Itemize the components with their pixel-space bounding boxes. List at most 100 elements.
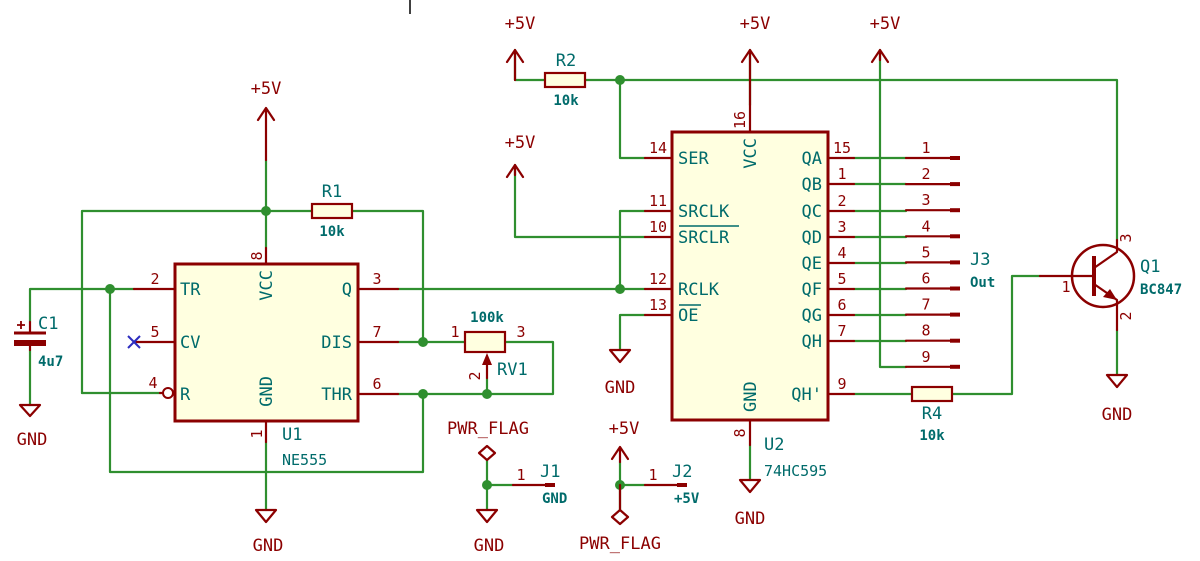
- r1-ref: R1: [322, 182, 342, 202]
- u2-pin-rclk-num: 12: [649, 270, 667, 288]
- q1-transistor[interactable]: 1 3 2 Q1 BC847: [1038, 233, 1182, 332]
- u1-pin-q-name: Q: [342, 280, 352, 300]
- j3-pin-9: 9: [921, 348, 930, 366]
- u1-ne555[interactable]: TR CV R Q DIS THR VCC GND 2 5 4 3 7 6 8 …: [127, 246, 400, 469]
- u2-pin-qg-num: 6: [837, 296, 846, 314]
- u1-pin-r-num: 4: [148, 374, 157, 392]
- j2-connector[interactable]: 1 J2 +5V: [643, 462, 700, 507]
- j1-pin: 1: [516, 466, 525, 484]
- power-symbols: [18, 48, 1129, 526]
- u2-value: 74HC595: [764, 462, 827, 480]
- u1-pin-thr-num: 6: [372, 375, 381, 393]
- p5v-label-r2: +5V: [505, 14, 536, 34]
- u2-pin-qe-name: QE: [802, 254, 822, 274]
- r4-value: 10k: [919, 428, 945, 444]
- p5v-arrow-r2: [505, 48, 525, 82]
- u2-pin-qg-name: QG: [802, 306, 822, 326]
- r2-resistor[interactable]: R2 10k: [543, 51, 587, 109]
- u2-pin-ser-num: 14: [649, 139, 667, 157]
- p5v-arrow-j3: [870, 48, 890, 64]
- j3-pin-7: 7: [921, 296, 930, 314]
- r4-ref: R4: [922, 404, 942, 424]
- gnd-label-j1: GND: [474, 536, 505, 556]
- gnd-label-q1: GND: [1102, 405, 1133, 425]
- pwr-flag-label-5v: PWR_FLAG: [579, 534, 661, 554]
- u2-pin-qb-num: 1: [837, 165, 846, 183]
- u2-pin-qh-name: QH: [802, 332, 822, 352]
- j3-pin-6: 6: [921, 270, 930, 288]
- pwr-flag-5v: [610, 483, 630, 526]
- p5v-label-srclr: +5V: [505, 133, 536, 153]
- u2-pin-qa-name: QA: [802, 149, 822, 169]
- u2-pin-vcc-num: 16: [731, 111, 749, 129]
- u1-pin-vcc-num: 8: [248, 251, 266, 260]
- c1-capacitor[interactable]: C1 4u7: [14, 314, 63, 370]
- j1-value: GND: [542, 491, 567, 507]
- j1-ref: J1: [540, 462, 560, 482]
- pwr-flag-label-gnd: PWR_FLAG: [447, 419, 529, 439]
- u2-pin-qc-name: QC: [802, 202, 822, 222]
- u2-pin-qb-name: QB: [802, 175, 822, 195]
- u2-pin-srclk-name: SRCLK: [678, 202, 730, 222]
- u2-pin-qc-num: 2: [837, 192, 846, 210]
- r4-resistor[interactable]: R4 10k: [910, 385, 954, 444]
- j2-ref: J2: [672, 462, 692, 482]
- u2-pin-qf-num: 5: [837, 270, 846, 288]
- j2-value: +5V: [674, 491, 700, 507]
- q1-ref: Q1: [1140, 257, 1160, 277]
- u2-pin-qh-num: 7: [837, 322, 846, 340]
- j1-connector[interactable]: 1 J1 GND: [511, 462, 567, 507]
- rv1-pin-1: 1: [450, 323, 459, 341]
- r2-ref: R2: [556, 51, 576, 71]
- p5v-arrow-u2: [740, 48, 760, 107]
- u2-pin-qd-num: 3: [837, 218, 846, 236]
- p5v-label-u2: +5V: [740, 14, 771, 34]
- j3-pin-8: 8: [921, 322, 930, 340]
- c1-value: 4u7: [38, 354, 63, 370]
- p5v-arrow-j2: [610, 445, 630, 464]
- u2-pin-gnd-name: GND: [741, 381, 761, 412]
- rv1-pin-3: 3: [516, 323, 525, 341]
- u1-pin-dis-name: DIS: [321, 333, 352, 353]
- u1-pin-cv-num: 5: [150, 323, 159, 341]
- rv1-pin-2: 2: [466, 371, 484, 380]
- u2-pin-oe-num: 13: [649, 296, 667, 314]
- q1-value: BC847: [1140, 282, 1182, 298]
- u2-pin-srclr-name: SRCLR: [678, 228, 730, 248]
- rv1-ref: RV1: [497, 360, 528, 380]
- u2-pin-ser-name: SER: [678, 149, 709, 169]
- gnd-label-u1: GND: [253, 536, 284, 556]
- u1-pin-cv-name: CV: [180, 333, 200, 353]
- u1-pin-q-num: 3: [372, 270, 381, 288]
- p5v-arrow-u1: [256, 106, 276, 162]
- gnd-oe: [608, 348, 632, 364]
- p5v-label-j2: +5V: [609, 419, 640, 439]
- pwr-flag-gnd: [477, 444, 497, 462]
- u2-pin-oe-name: OE: [678, 306, 698, 326]
- gnd-label-oe: GND: [605, 378, 636, 398]
- u2-pin-rclk-name: RCLK: [678, 280, 720, 300]
- u2-pin-vcc-name: VCC: [741, 138, 761, 169]
- gnd-c1: [18, 403, 42, 418]
- u1-pin-gnd-num: 1: [248, 429, 266, 438]
- u2-pin-gnd-num: 8: [731, 428, 749, 437]
- u2-pin-qd-name: QD: [802, 228, 822, 248]
- q1-pin-b: 1: [1061, 278, 1070, 296]
- junctions: [105, 75, 625, 490]
- j3-pin-4: 4: [921, 217, 930, 235]
- rv1-potentiometer[interactable]: 100k RV1 1 2 3: [450, 310, 527, 381]
- r1-resistor[interactable]: R1 10k: [310, 182, 354, 240]
- gnd-j1: [475, 508, 499, 524]
- no-connect-x-icon: [127, 335, 141, 349]
- u2-pin-srclk-num: 11: [649, 192, 667, 210]
- c1-ref: C1: [38, 314, 58, 334]
- gnd-u1: [254, 508, 278, 524]
- r1-value: 10k: [319, 224, 345, 240]
- u2-pin-srclr-num: 10: [649, 218, 667, 236]
